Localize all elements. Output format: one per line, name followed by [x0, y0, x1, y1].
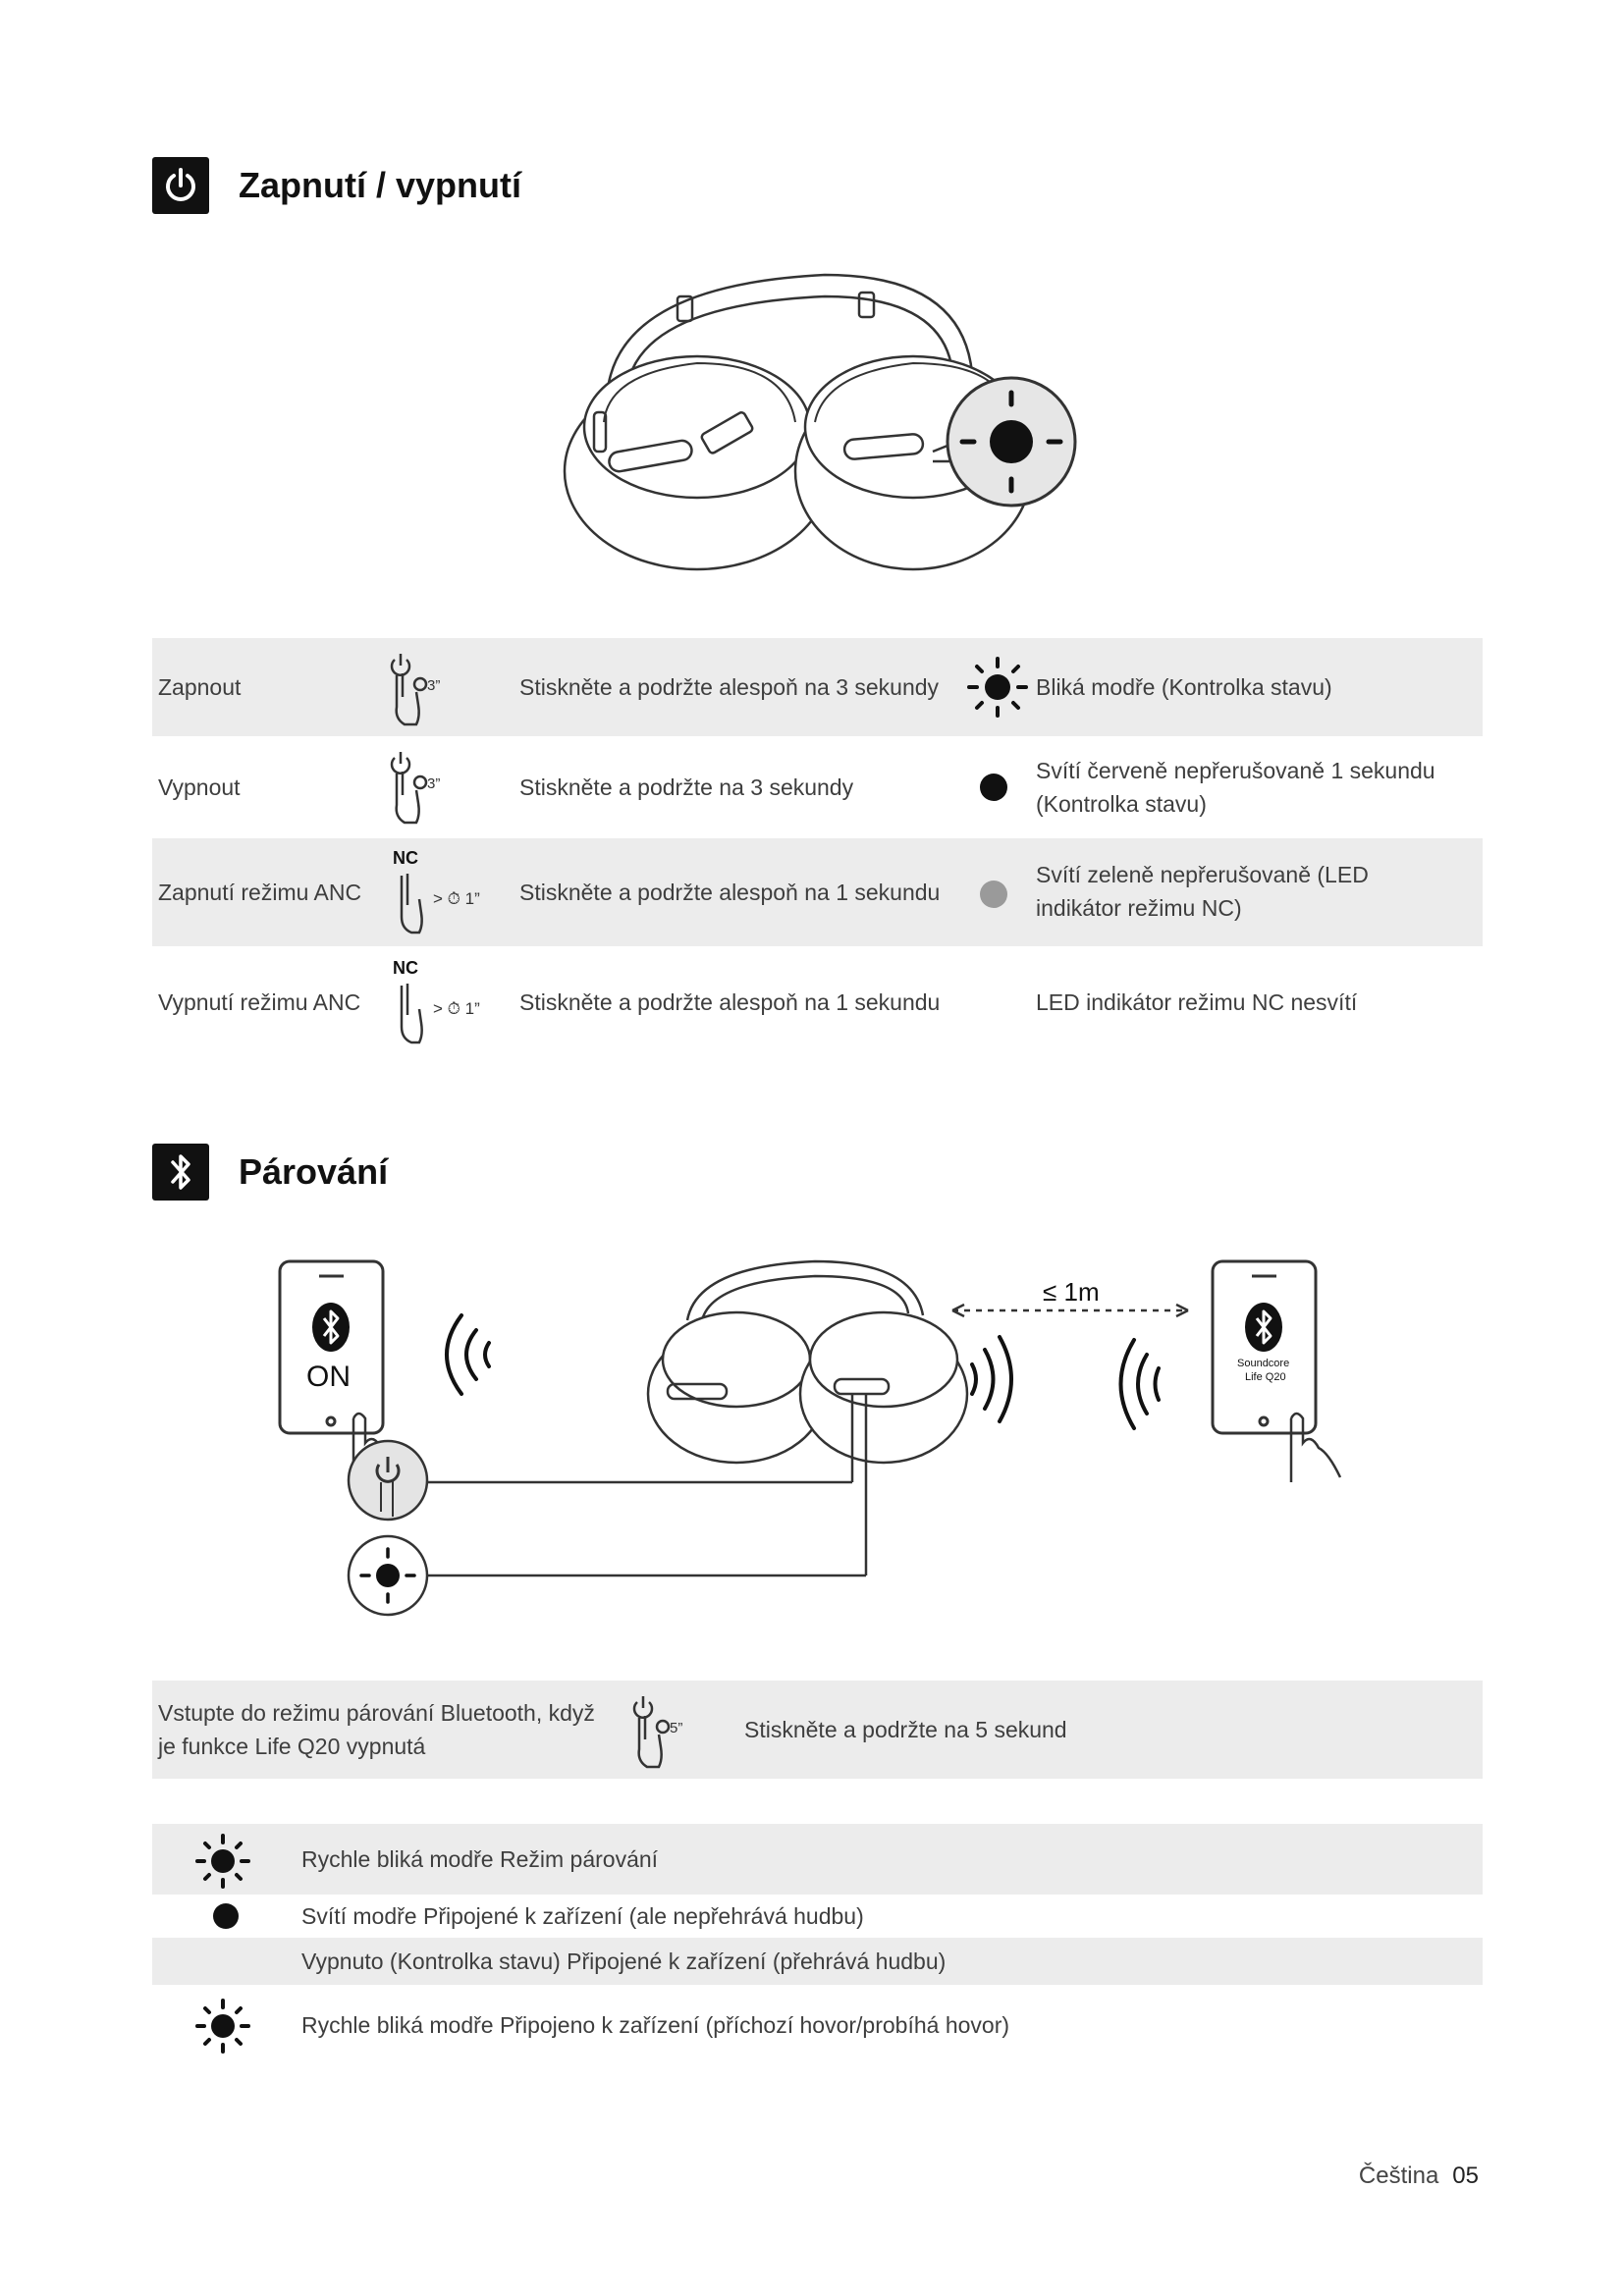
- solid-dot-icon: [211, 1901, 241, 1940]
- led-status-text: LED indikátor režimu NC nesvítí: [1036, 989, 1358, 1015]
- led-status-text: Bliká modře (Kontrolka stavu): [1036, 674, 1332, 700]
- power-section-title: Zapnutí / vypnutí: [239, 165, 521, 205]
- svg-text:3”: 3”: [427, 677, 440, 694]
- grey-dot-icon: [977, 878, 1010, 920]
- signal-waves-icon: [445, 1313, 491, 1396]
- press-hold-gesture-icon: 3”: [383, 648, 452, 735]
- press-hold-gesture-icon: 3”: [383, 746, 452, 833]
- svg-text:> ⏱ 1”: > ⏱ 1”: [433, 889, 480, 908]
- headphones-illustration: [550, 265, 1100, 584]
- pairing-illustration: ON: [265, 1247, 1365, 1625]
- instruction-text: Stiskněte a podržte alespoň na 1 sekundu: [519, 989, 941, 1015]
- signal-waves-icon: [1118, 1338, 1161, 1430]
- status-text: Rychle bliká modře Režim párování: [301, 1846, 659, 1872]
- power-icon: [152, 157, 209, 214]
- led-status-text: Svítí zeleně nepřerušovaně (LED indikáto…: [1036, 862, 1369, 921]
- power-section-header: Zapnutí / vypnutí: [152, 157, 521, 214]
- signal-waves-icon: [970, 1335, 1013, 1423]
- headphones-illustration: [646, 1259, 969, 1575]
- svg-text:5”: 5”: [670, 1720, 682, 1736]
- table-row: Zapnout 3” Stiskněte a podržte alespoň n…: [152, 638, 1483, 736]
- action-label: Vypnout: [158, 774, 241, 800]
- power-table: Zapnout 3” Stiskněte a podržte alespoň n…: [152, 638, 1483, 1054]
- table-row: Vypnutí režimu ANC NC > ⏱ 1” Stiskněte a…: [152, 946, 1483, 1054]
- pairing-section-title: Párování: [239, 1151, 389, 1192]
- blink-sun-icon: [963, 653, 1032, 730]
- blink-sun-icon: [193, 1832, 252, 1899]
- nc-button-gesture-icon: NC > ⏱ 1”: [388, 958, 496, 1055]
- pairing-instruction-table: Vstupte do režimu párování Bluetooth, kd…: [152, 1681, 1483, 1779]
- svg-text:> ⏱ 1”: > ⏱ 1”: [433, 999, 480, 1018]
- distance-label: ≤ 1m: [1043, 1277, 1100, 1307]
- page-footer: Čeština 05: [1359, 2163, 1479, 2190]
- action-label: Vypnutí režimu ANC: [158, 989, 361, 1015]
- instruction-text: Stiskněte a podržte na 3 sekundy: [519, 774, 854, 800]
- status-text: Svítí modře Připojené k zařízení (ale ne…: [301, 1903, 864, 1929]
- table-row: Vypnuto (Kontrolka stavu) Připojené k za…: [152, 1938, 1483, 1985]
- pairing-condition-text: Vstupte do režimu párování Bluetooth, kd…: [158, 1700, 595, 1759]
- status-text: Rychle bliká modře Připojeno k zařízení …: [301, 2012, 1010, 2038]
- table-row: Svítí modře Připojené k zařízení (ale ne…: [152, 1895, 1483, 1938]
- blink-sun-icon: [193, 1997, 252, 2064]
- instruction-text: Stiskněte a podržte alespoň na 1 sekundu: [519, 880, 941, 905]
- phone-left-label: ON: [306, 1361, 351, 1393]
- table-row: Zapnutí režimu ANC NC > ⏱ 1” Stiskněte a…: [152, 838, 1483, 946]
- phone-right-label: Soundcore: [1237, 1358, 1289, 1369]
- table-row: Vstupte do režimu párování Bluetooth, kd…: [152, 1681, 1483, 1779]
- svg-text:NC: NC: [393, 848, 418, 868]
- page-number: 05: [1452, 2163, 1479, 2189]
- bluetooth-icon: [312, 1303, 350, 1352]
- instruction-text: Stiskněte a podržte na 5 sekund: [744, 1717, 1067, 1742]
- table-row: Rychle bliká modře Připojeno k zařízení …: [152, 1985, 1483, 2061]
- status-text: Vypnuto (Kontrolka stavu) Připojené k za…: [301, 1949, 947, 1974]
- bluetooth-icon: [152, 1144, 209, 1201]
- svg-text:3”: 3”: [427, 775, 440, 792]
- nc-button-gesture-icon: NC > ⏱ 1”: [388, 848, 496, 945]
- pairing-status-table: Rychle bliká modře Režim párování Svítí …: [152, 1824, 1483, 2061]
- solid-dot-icon: [977, 771, 1010, 813]
- press-hold-gesture-icon: 5”: [625, 1690, 694, 1778]
- svg-text:NC: NC: [393, 958, 418, 978]
- power-icon: [375, 1457, 401, 1483]
- phone-right-label: Life Q20: [1245, 1371, 1286, 1383]
- action-label: Zapnout: [158, 674, 242, 700]
- action-label: Zapnutí režimu ANC: [158, 880, 362, 905]
- table-row: Rychle bliká modře Režim párování: [152, 1824, 1483, 1895]
- footer-language: Čeština: [1358, 2163, 1439, 2189]
- table-row: Vypnout 3” Stiskněte a podržte na 3 seku…: [152, 736, 1483, 838]
- pairing-section-header: Párování: [152, 1144, 388, 1201]
- led-status-text: Svítí červeně nepřerušovaně 1 sekundu (K…: [1036, 758, 1435, 817]
- instruction-text: Stiskněte a podržte alespoň na 3 sekundy: [519, 674, 940, 700]
- led-sun-icon: [359, 1547, 416, 1604]
